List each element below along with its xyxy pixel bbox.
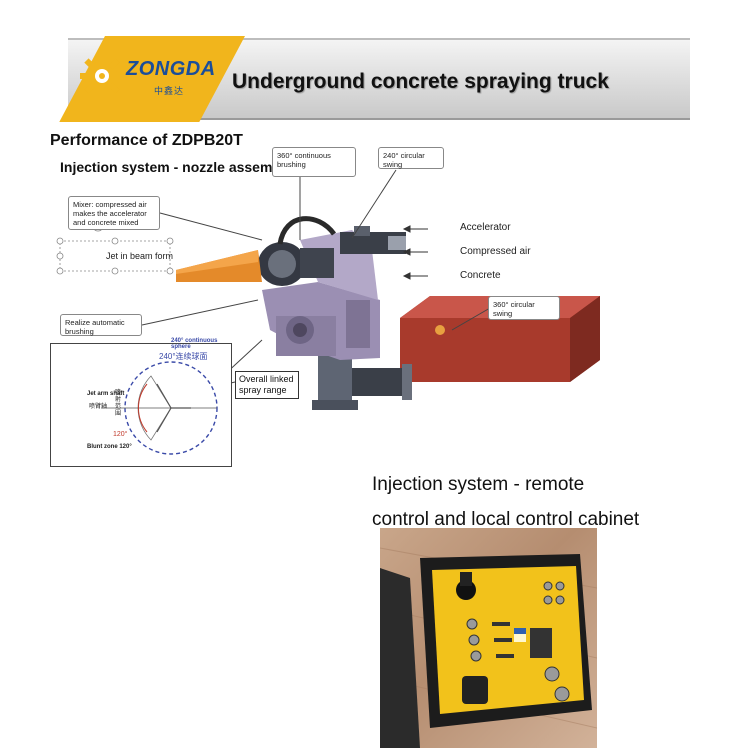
callout-continuous-brushing: 360° continuous brushing	[272, 147, 356, 177]
diagram-range-cn: 喷射范围	[115, 390, 122, 417]
remote-title-line1: Injection system - remote	[372, 474, 585, 495]
overall-spray-label: Overall linked spray range	[235, 371, 299, 399]
gear-logo-icon	[80, 54, 124, 98]
diagram-top-label: 240° continuous sphere	[171, 338, 218, 350]
callout-circular-swing-right: 360° circular swing	[488, 296, 560, 320]
callout-mixer: Mixer: compressed air makes the accelera…	[68, 196, 160, 230]
jet-beam-label: Jet in beam form	[106, 251, 174, 261]
diagram-jet-arm: Jet arm shaft	[87, 391, 125, 397]
spray-range-diagram: 240° continuous sphere 240°连续球面 Jet arm …	[50, 338, 232, 467]
performance-title: Performance of ZDPB20T	[50, 132, 243, 149]
remote-control-photo	[380, 528, 597, 748]
diagram-blunt-zone: Blunt zone 120°	[87, 444, 132, 450]
diagram-top-label-cn: 240°连续球面	[159, 352, 208, 361]
callout-automatic-brushing: Realize automatic brushing	[60, 314, 142, 336]
brand-name: ZONGDA	[126, 58, 216, 80]
feed-accelerator: Accelerator	[460, 222, 511, 233]
diagram-angle: 120°	[113, 431, 128, 438]
callout-circular-swing-top: 240° circular swing	[378, 147, 444, 169]
performance-subtitle: Injection system - nozzle assembly	[60, 159, 293, 175]
diagram-jet-arm-cn: 喷臂轴	[89, 404, 108, 410]
feed-compressed-air: Compressed air	[460, 246, 531, 257]
feed-concrete: Concrete	[460, 270, 501, 281]
page-title: Underground concrete spraying truck	[232, 70, 609, 93]
brand-subtitle: 中鑫达	[154, 86, 185, 96]
remote-title-line2: control and local control cabinet	[372, 509, 640, 530]
remote-section-title: Injection system - remote control and lo…	[372, 467, 639, 537]
